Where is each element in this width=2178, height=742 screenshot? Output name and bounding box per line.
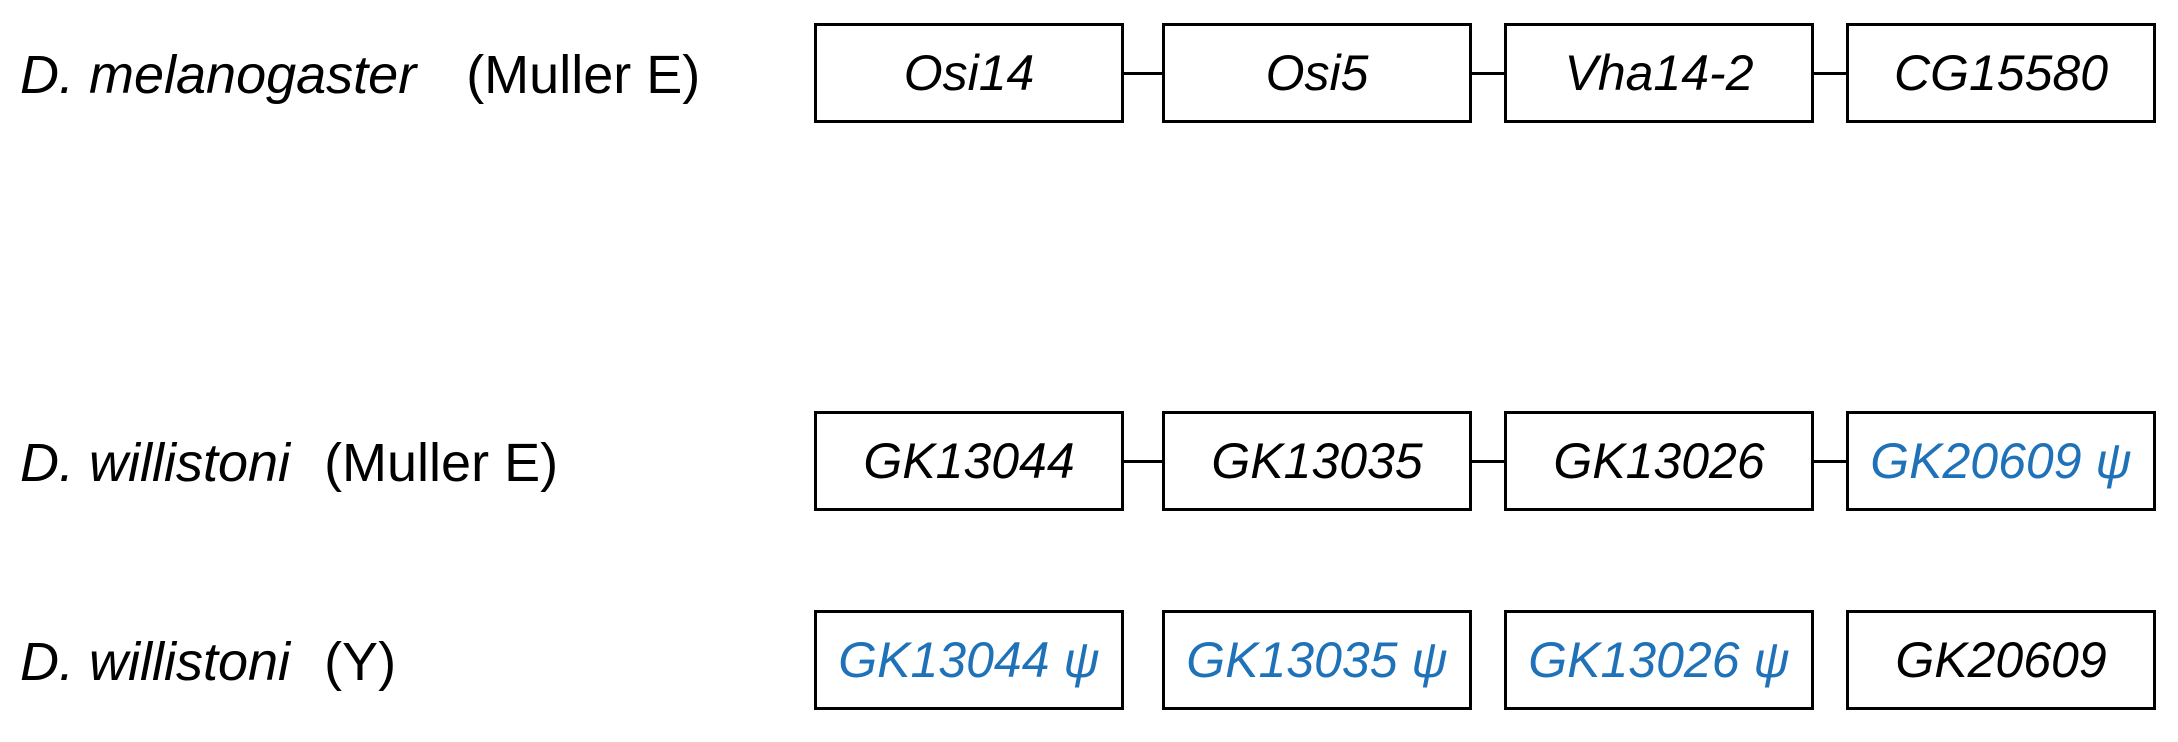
gene-box-pseudogene: GK13026 ψ [1504, 610, 1814, 710]
gene-box-pseudogene: GK13035 ψ [1162, 610, 1472, 710]
gene-name: GK13035 ψ [1186, 632, 1448, 688]
gene-link [1122, 460, 1164, 463]
row-willistoni-muller-e: D. willistoni(Muller E) GK13044 GK13035 … [0, 408, 2178, 518]
row-melanogaster-muller-e: D. melanogaster (Muller E) Osi14 Osi5 Vha… [0, 20, 2178, 130]
row-willistoni-y: D. willistoni (Y) GK13044 ψ GK13035 ψ GK1… [0, 607, 2178, 717]
gene-link [1470, 72, 1506, 75]
gene-name: Vha14-2 [1564, 45, 1754, 101]
gene-box: CG15580 [1846, 23, 2156, 123]
gene-box: GK20609 [1846, 610, 2156, 710]
gene-box: Vha14-2 [1504, 23, 1814, 123]
gene-name: GK13044 ψ [838, 632, 1100, 688]
gene-name: Osi5 [1265, 45, 1369, 101]
gene-box-pseudogene: GK13044 ψ [814, 610, 1124, 710]
gene-link [1812, 72, 1848, 75]
gene-box: GK13044 [814, 411, 1124, 511]
chromosome-name: (Muller E) [324, 433, 559, 493]
gene-name: GK13026 [1553, 433, 1765, 489]
species-name: D. willistoni [20, 433, 291, 493]
chromosome-name: (Muller E) [466, 45, 701, 105]
species-label: D. melanogaster (Muller E) [20, 20, 700, 130]
gene-box: Osi5 [1162, 23, 1472, 123]
gene-name: GK13026 ψ [1528, 632, 1790, 688]
species-label: D. willistoni (Y) [20, 607, 396, 717]
gene-link [1470, 460, 1506, 463]
gene-name: GK20609 [1895, 632, 2107, 688]
species-label: D. willistoni (Muller E) [20, 408, 558, 518]
gene-name: Osi14 [903, 45, 1035, 101]
gene-box: GK13026 [1504, 411, 1814, 511]
gene-name: CG15580 [1893, 45, 2109, 101]
gene-name: GK13035 [1211, 433, 1423, 489]
gene-box: Osi14 [814, 23, 1124, 123]
gene-box-pseudogene: GK20609 ψ [1846, 411, 2156, 511]
gene-box: GK13035 [1162, 411, 1472, 511]
species-name: D. willistoni [20, 632, 291, 692]
gene-name: GK20609 ψ [1870, 433, 2132, 489]
species-name: D. melanogaster [20, 45, 417, 105]
gene-name: GK13044 [863, 433, 1075, 489]
gene-link [1812, 460, 1848, 463]
gene-link [1122, 72, 1164, 75]
chromosome-name: (Y) [324, 632, 397, 692]
